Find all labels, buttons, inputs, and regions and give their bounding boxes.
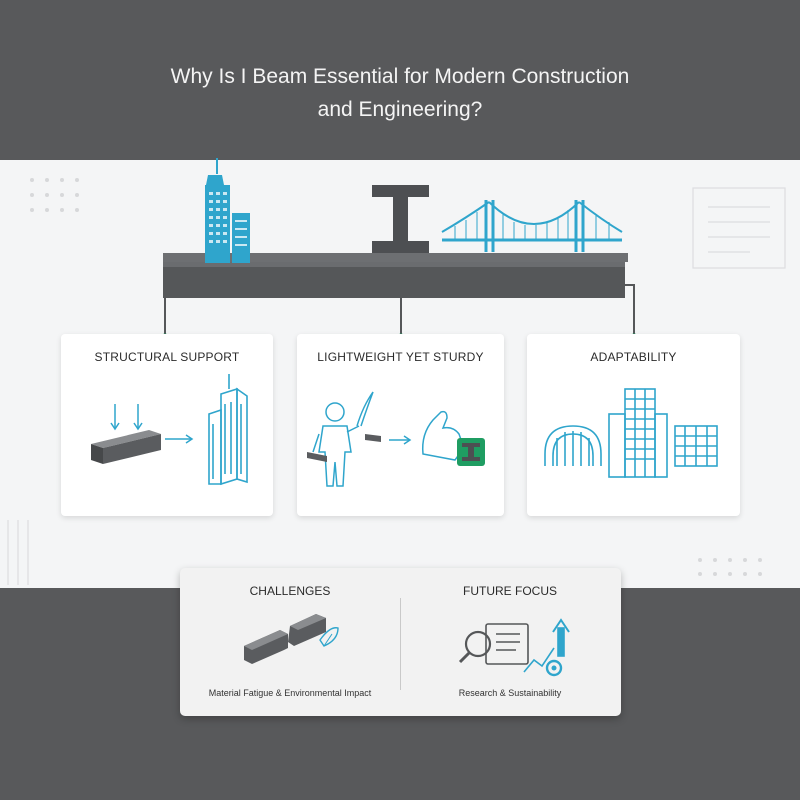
i-beam-icon <box>372 185 429 253</box>
bottom-icons <box>244 614 570 677</box>
challenges-title: CHALLENGES <box>249 584 331 598</box>
tower-icon <box>208 374 248 486</box>
horizontal-beam-icon <box>163 253 628 298</box>
arch-icon <box>544 425 602 466</box>
steel-beam-icon <box>91 430 161 464</box>
skyscraper-load-icon <box>91 374 248 486</box>
card-title: LIGHTWEIGHT YET STURDY <box>317 350 484 364</box>
title-line-1: Why Is I Beam Essential for Modern Const… <box>170 65 630 88</box>
cracked-beam-icon <box>244 614 339 664</box>
header-band <box>0 0 800 160</box>
title-line-2: and Engineering? <box>317 98 483 121</box>
bottom-panel: CHALLENGES FUTURE FOCUS Material Fatigue… <box>180 568 621 716</box>
office-building-icon <box>624 388 656 478</box>
card-adaptability: ADAPTABILITY <box>527 334 740 516</box>
gear-icon <box>545 659 563 677</box>
card-lightweight-sturdy: LIGHTWEIGHT YET STURDY <box>297 334 504 516</box>
green-i-beam-icon <box>457 438 485 466</box>
research-growth-icon <box>458 618 570 677</box>
future-focus-title: FUTURE FOCUS <box>463 584 557 598</box>
small-beam-icon <box>307 434 381 462</box>
buildings-icon <box>544 388 718 478</box>
divider <box>400 598 401 690</box>
challenges-subtitle: Material Fatigue & Environmental Impact <box>208 688 372 698</box>
card-title: STRUCTURAL SUPPORT <box>94 350 240 364</box>
person-icon <box>312 391 374 487</box>
card-structural-support: STRUCTURAL SUPPORT <box>61 334 273 516</box>
strength-icon <box>307 391 485 487</box>
suspension-bridge-icon <box>441 200 623 252</box>
leaf-icon <box>319 627 339 647</box>
flexed-arm-icon <box>421 410 462 461</box>
future-focus-subtitle: Research & Sustainability <box>458 688 562 698</box>
card-title: ADAPTABILITY <box>590 350 677 364</box>
magnifier-icon <box>464 630 492 658</box>
page-title: Why Is I Beam Essential for Modern Const… <box>100 60 700 126</box>
